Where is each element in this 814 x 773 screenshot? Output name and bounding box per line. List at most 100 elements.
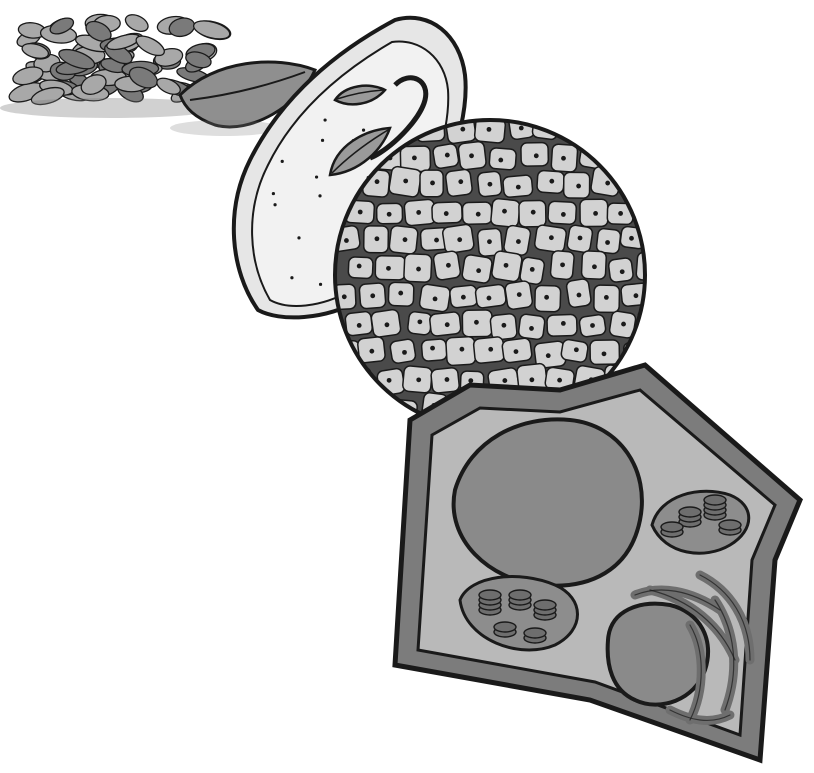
granum xyxy=(494,622,516,632)
tissue-cell xyxy=(581,251,606,280)
speck xyxy=(318,194,321,197)
granum xyxy=(509,590,531,600)
tissue-cell xyxy=(550,250,575,280)
tissue-cell xyxy=(446,336,476,365)
tissue-cell xyxy=(477,171,502,197)
seed xyxy=(20,41,50,61)
tissue-cell xyxy=(375,256,405,280)
tissue-cell xyxy=(535,285,561,312)
tissue-cell xyxy=(590,340,620,365)
tissue-cell xyxy=(404,254,432,283)
tissue-cell xyxy=(404,199,436,226)
tissue-cell xyxy=(503,175,534,198)
tissue-cell xyxy=(634,196,665,226)
tissue-cell xyxy=(462,202,492,224)
tissue-cell xyxy=(420,170,443,197)
tissue-cell xyxy=(431,367,460,393)
granum xyxy=(679,507,701,517)
tissue-cell xyxy=(364,226,389,253)
tissue-cell xyxy=(622,172,653,198)
speck xyxy=(319,283,322,286)
tissue-cell xyxy=(461,254,492,284)
speck xyxy=(273,203,276,206)
tissue-cell xyxy=(519,200,546,227)
speck xyxy=(297,236,300,239)
granum xyxy=(719,520,741,530)
tissue-cell xyxy=(388,166,422,198)
tissue-cell xyxy=(566,278,592,308)
tissue-cell xyxy=(402,366,432,394)
granum xyxy=(479,590,501,600)
tissue-cell xyxy=(388,282,414,306)
tissue-cell xyxy=(433,250,461,280)
tissue-cell xyxy=(359,283,386,309)
granum xyxy=(704,495,726,505)
tissue-cell xyxy=(363,395,388,416)
tissue-cell xyxy=(334,394,360,422)
tissue-cell xyxy=(560,339,588,363)
tissue-cell xyxy=(503,225,531,256)
plant-cell-detail xyxy=(395,365,800,760)
tissue-cell xyxy=(548,201,577,224)
tissue-cell xyxy=(521,142,549,166)
speck xyxy=(272,192,275,195)
tissue-cell xyxy=(490,198,520,227)
tissue-cell xyxy=(475,284,507,309)
tissue-cell xyxy=(421,339,447,362)
tissue-cell xyxy=(534,224,567,253)
tissue-cell xyxy=(389,338,416,364)
tissue-cell xyxy=(345,311,373,336)
tissue-cell xyxy=(389,225,419,254)
granum xyxy=(534,600,556,610)
tissue-cell xyxy=(594,285,620,312)
speck xyxy=(315,175,318,178)
tissue-cell xyxy=(432,202,463,224)
tissue-cell xyxy=(458,141,487,170)
tissue-cell xyxy=(445,169,473,197)
speck xyxy=(281,160,284,163)
tissue-cell xyxy=(473,336,505,363)
tissue-cell xyxy=(442,224,475,254)
tissue-cell xyxy=(490,313,518,340)
tissue-cell xyxy=(504,280,533,310)
tissue-cell xyxy=(622,120,651,141)
tissue-cell xyxy=(518,314,545,340)
tissue-cell xyxy=(638,145,666,171)
tissue-cell xyxy=(429,311,461,336)
tissue-cell xyxy=(594,113,622,141)
speck xyxy=(321,139,324,142)
tissue-cell xyxy=(432,143,459,169)
seed xyxy=(192,17,232,42)
tissue-cell xyxy=(537,170,565,193)
seed xyxy=(123,11,151,34)
granum xyxy=(661,522,683,532)
tissue-cell xyxy=(596,228,621,254)
tissue-cell xyxy=(491,250,523,282)
tissue-cell xyxy=(547,314,577,336)
speck xyxy=(362,128,365,131)
tissue-cell xyxy=(462,310,492,337)
tissue-cell xyxy=(580,199,608,226)
tissue-cell xyxy=(606,142,632,172)
tissue-cell xyxy=(377,203,403,223)
seed xyxy=(133,32,167,59)
tissue-cell xyxy=(566,224,593,253)
tissue-cell xyxy=(502,338,533,364)
tissue-cell xyxy=(579,314,607,338)
tissue-cell xyxy=(489,148,517,171)
tissue-cell xyxy=(608,257,634,282)
tissue-cell xyxy=(636,252,665,282)
speck xyxy=(290,276,293,279)
speck xyxy=(323,118,326,121)
tissue-cell xyxy=(419,284,451,313)
tissue-cell xyxy=(551,144,578,172)
tissue-cell xyxy=(449,285,478,309)
tissue-cell xyxy=(407,311,432,335)
tissue-cell xyxy=(564,172,590,198)
tissue-cell xyxy=(562,111,593,140)
granum xyxy=(524,628,546,638)
tissue-cell xyxy=(348,257,373,279)
tissue-cell xyxy=(371,309,402,338)
